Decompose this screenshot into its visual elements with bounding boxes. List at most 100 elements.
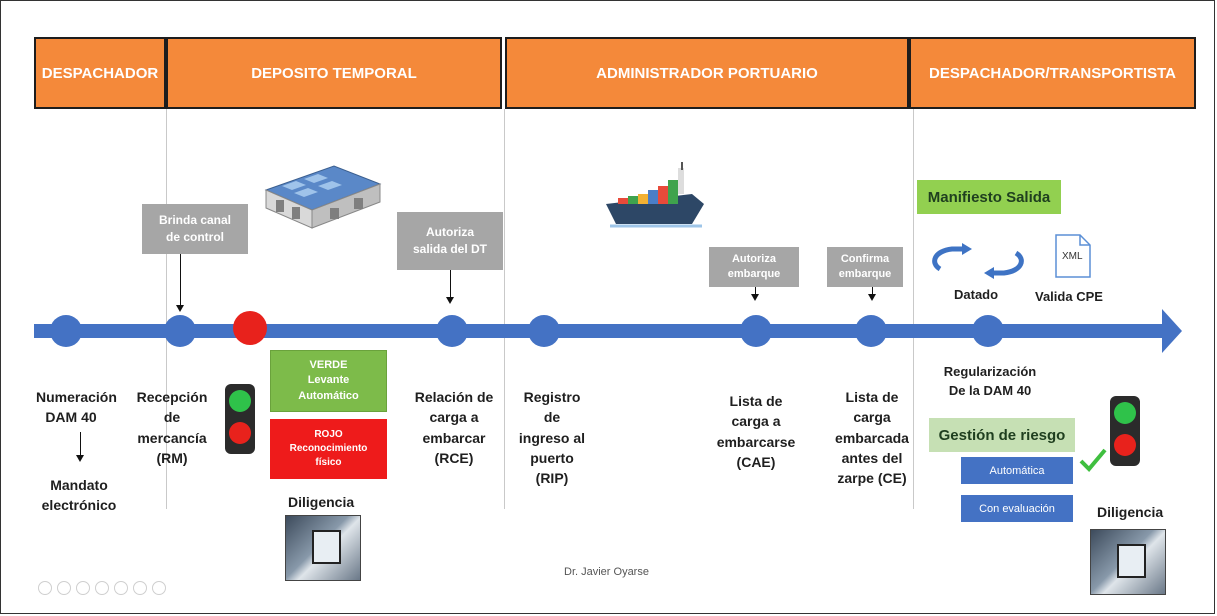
pen-icon[interactable] — [76, 581, 90, 595]
label-registro-ingreso: Registro de ingreso al puerto (RIP) — [504, 387, 600, 488]
label-line: mercancía — [137, 429, 207, 446]
diligencia-photo-right — [1090, 529, 1166, 595]
box-line: ROJO — [314, 429, 343, 440]
label-line: DAM 40 — [45, 409, 97, 426]
down-arrow-icon — [76, 432, 84, 462]
box-line: físico — [315, 457, 342, 468]
label-line: embarcar — [422, 429, 486, 446]
next-icon[interactable] — [57, 581, 71, 595]
warehouse-icon — [264, 165, 382, 229]
timeline-node-numeracion — [50, 315, 82, 347]
box-line: Reconocimiento — [289, 443, 368, 454]
tag-line: Autoriza — [731, 252, 776, 265]
header-administrador-portuario: ADMINISTRADOR PORTUARIO — [505, 37, 909, 109]
green-light — [229, 390, 251, 412]
label-lista-ce: Lista de carga embarcada antes del zarpe… — [827, 387, 917, 488]
label-line: Lista de — [845, 389, 899, 405]
divider-line — [504, 109, 505, 509]
traffic-light-icon — [225, 384, 255, 454]
label-datado: Datado — [954, 287, 999, 302]
timeline-node-regularizacion — [972, 315, 1004, 347]
tag-autoriza-salida-dt: Autoriza salida del DT — [397, 212, 503, 270]
label-relacion-carga: Relación de carga a embarcar (RCE) — [406, 387, 502, 468]
tag-line: Brinda canal — [158, 213, 232, 228]
header-despachador: DESPACHADOR — [34, 37, 166, 109]
zoom-icon[interactable] — [114, 581, 128, 595]
box-line: VERDE — [309, 358, 348, 371]
red-light — [1114, 434, 1136, 456]
label-diligencia-left: Diligencia — [288, 494, 355, 510]
traffic-light-icon — [1110, 396, 1140, 466]
label-line: de — [543, 409, 561, 426]
label-line: (RCE) — [434, 449, 474, 466]
label-diligencia-right: Diligencia — [1097, 504, 1164, 520]
label-line: De la DAM 40 — [948, 382, 1032, 398]
header-despachador-transportista: DESPACHADOR/TRANSPORTISTA — [909, 37, 1196, 109]
label-line: ingreso al — [518, 429, 586, 446]
checkmark-icon — [1079, 448, 1107, 472]
prev-icon[interactable] — [38, 581, 52, 595]
xml-file-icon: XML — [1054, 234, 1092, 278]
label-line: (CAE) — [736, 453, 776, 470]
label-line: electrónico — [41, 497, 117, 514]
label-line: (RIP) — [535, 470, 569, 487]
label-line: zarpe (CE) — [837, 470, 907, 487]
tag-line: Autoriza — [426, 225, 474, 240]
label-line: Mandato — [50, 477, 108, 493]
footer-author: Dr. Javier Oyarse — [564, 566, 649, 578]
xml-label: XML — [1062, 251, 1083, 262]
header-deposito-temporal: DEPOSITO TEMPORAL — [166, 37, 502, 109]
red-light — [229, 422, 251, 444]
label-line: carga — [853, 409, 891, 426]
ship-icon — [606, 162, 704, 228]
more-icon[interactable] — [152, 581, 166, 595]
slide-controls[interactable] — [38, 581, 166, 595]
down-arrow-icon — [868, 287, 876, 301]
label-line: carga a — [731, 413, 781, 430]
tag-autoriza-embarque: Autoriza embarque — [709, 247, 799, 287]
tag-line: salida del DT — [412, 242, 488, 256]
button-con-evaluacion[interactable]: Con evaluación — [961, 495, 1073, 522]
label-recepcion: Recepción de mercancía (RM) — [132, 387, 212, 468]
slide: DESPACHADOR DEPOSITO TEMPORAL ADMINISTRA… — [34, 37, 1196, 597]
button-automatica[interactable]: Automática — [961, 457, 1073, 484]
label-line: carga a — [429, 409, 479, 426]
label-regularizacion: Regularización De la DAM 40 — [932, 363, 1048, 401]
timeline-node-rip — [528, 315, 560, 347]
label-line: antes del — [841, 449, 903, 466]
banner-gestion-riesgo: Gestión de riesgo — [929, 418, 1075, 452]
banner-manifiesto-salida: Manifiesto Salida — [917, 180, 1061, 214]
cycle-arrows-icon — [932, 243, 1024, 279]
label-mandato: Mandato electrónico — [36, 475, 122, 516]
tag-confirma-embarque: Confirma embarque — [827, 247, 903, 287]
tag-line: embarque — [838, 268, 892, 280]
label-lista-cae: Lista de carga a embarcarse (CAE) — [708, 391, 804, 472]
label-line: (RM) — [156, 449, 188, 466]
down-arrow-icon — [446, 270, 454, 304]
label-line: Relación de — [414, 389, 494, 405]
timeline-arrowhead — [1162, 309, 1182, 353]
canal-rojo-box: ROJO Reconocimiento físico — [270, 419, 387, 479]
tag-line: de control — [165, 230, 224, 244]
box-line: Levante — [307, 374, 350, 387]
timeline-node-ce — [855, 315, 887, 347]
divider-line — [166, 109, 167, 509]
tag-line: Confirma — [840, 252, 890, 265]
label-line: Regularización — [943, 364, 1037, 379]
tag-line: embarque — [727, 268, 781, 280]
diligencia-photo-left — [285, 515, 361, 581]
grid-icon[interactable] — [95, 581, 109, 595]
divider-line — [913, 109, 914, 509]
green-light — [1114, 402, 1136, 424]
label-line: Recepción — [136, 389, 208, 405]
timeline-node-rce — [436, 315, 468, 347]
label-valida-cpe: Valida CPE — [1035, 289, 1103, 304]
label-line: Registro — [523, 389, 581, 405]
timeline-node-canal-rojo — [233, 311, 267, 345]
camera-icon[interactable] — [133, 581, 147, 595]
label-line: Numeración — [36, 389, 117, 405]
label-line: de — [163, 409, 181, 426]
tag-brinda-canal: Brinda canal de control — [142, 204, 248, 254]
